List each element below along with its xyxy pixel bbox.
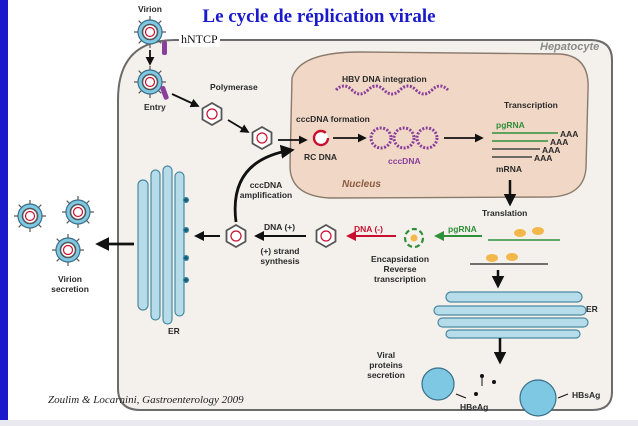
plus-strand-label-2: synthesis [260, 256, 300, 266]
citation: Zoulim & Locarnini, Gastroenterology 200… [48, 394, 244, 406]
rc-dna-label: RC DNA [304, 152, 338, 162]
viral-proteins-label-1: Viral [376, 350, 396, 360]
entry-label: Entry [144, 102, 166, 112]
virion-entry-icon [133, 65, 167, 99]
pgrna-cytoplasm-label: pgRNA [448, 224, 477, 234]
integrated-dna-icon [334, 84, 450, 96]
capsid-minus-strand-icon [315, 224, 337, 248]
mrna-label: mRNA [496, 164, 522, 174]
virion-secretion-label-1: Virion [58, 274, 82, 284]
virion-secretion-label-2: secretion [51, 284, 89, 294]
dna-minus-label: DNA (-) [354, 224, 383, 234]
secreted-virion-icon [13, 199, 47, 233]
nucleus-label: Nucleus [342, 179, 381, 190]
er-right-icon [433, 291, 589, 339]
transcription-label: Transcription [504, 100, 558, 110]
encapsidation-label-1: Encapsidation [370, 254, 430, 264]
hbsag-label: HBsAg [572, 390, 601, 400]
secreted-virion-icon [51, 233, 85, 267]
polya-tail-label: AAA [534, 153, 553, 163]
er-right-label: ER [586, 304, 598, 314]
virion-label: Virion [138, 4, 162, 14]
viral-proteins-label-3: secretion [367, 370, 405, 380]
pgrna-transcripts-icon [492, 132, 558, 142]
capsid-polymerase-icon [201, 102, 223, 126]
polymerase-label: Polymerase [210, 82, 258, 92]
polya-tail-label: AAA [550, 137, 569, 147]
hbeag-particles-icon [474, 374, 496, 396]
cccdna-icon [369, 126, 439, 150]
recycling-arrow [233, 144, 295, 223]
hbsag-particle-icon [519, 379, 557, 417]
receptor-label: hNTCP [179, 32, 220, 47]
nucleus [289, 51, 589, 199]
secreted-virion-icon [61, 195, 95, 229]
cccdna-label: cccDNA [388, 156, 421, 166]
translation-label: Translation [482, 208, 528, 218]
slide-bottom-bar [0, 420, 638, 426]
polya-tail-label: AAA [542, 145, 561, 155]
slide-title: Le cycle de réplication virale [202, 6, 436, 27]
secreted-particle-icon [421, 367, 455, 401]
receptor-icon [162, 41, 167, 55]
encapsidation-label-3: transcription [374, 274, 426, 284]
encapsidation-icon [403, 227, 425, 249]
ribosome-translation-icon [470, 227, 560, 265]
polya-tail-label: AAA [560, 129, 579, 139]
viral-proteins-label-2: proteins [369, 360, 403, 370]
rc-dna-icon [312, 129, 330, 147]
mrna-transcripts-icon [492, 148, 540, 158]
capsid-nuclear-pore-icon [251, 126, 273, 150]
cccdna-amplification-label-1: cccDNA [249, 180, 283, 190]
er-left-label: ER [168, 326, 180, 336]
receptor-entry-icon [160, 85, 169, 100]
hbeag-label: HBeAg [460, 402, 489, 412]
cccdna-amplification-label-2: amplification [239, 190, 293, 200]
pgrna-nucleus-label: pgRNA [496, 120, 525, 130]
hepatocyte-label: Hepatocyte [540, 41, 600, 53]
plus-strand-label-1: (+) strand [260, 246, 300, 256]
cccdna-formation-label: cccDNA formation [296, 114, 370, 124]
encapsidation-label-2: Reverse [383, 264, 417, 274]
slide-left-accent-bar [0, 0, 8, 426]
hbv-dna-integration-label: HBV DNA integration [342, 74, 427, 84]
dna-plus-label: DNA (+) [264, 222, 296, 232]
er-left-icon [137, 165, 190, 325]
capsid-plus-strand-icon [225, 224, 247, 248]
